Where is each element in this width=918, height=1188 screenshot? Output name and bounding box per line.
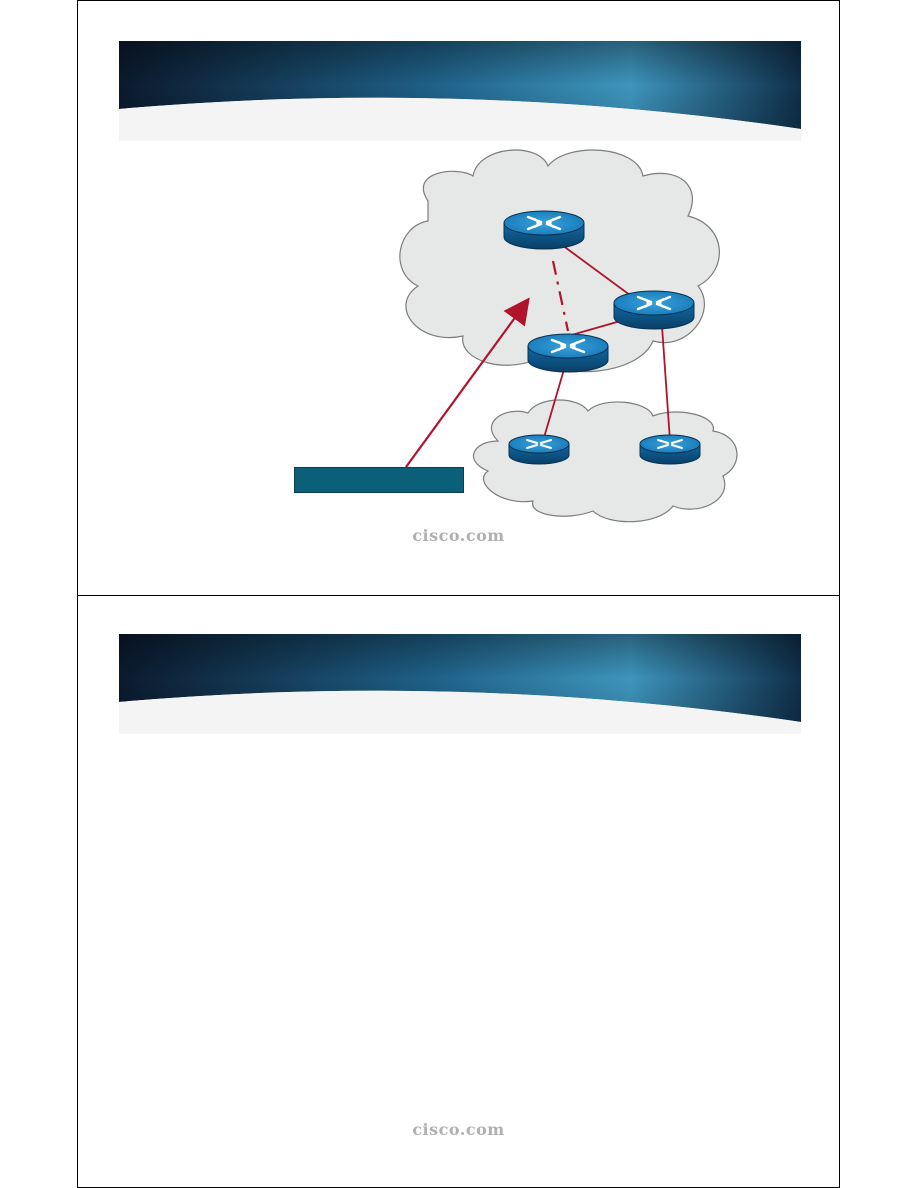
router-icon xyxy=(526,332,610,374)
router-icon xyxy=(508,434,570,465)
cloud-icon xyxy=(473,399,738,523)
footer-brand: cisco.com xyxy=(412,1120,505,1139)
title-banner xyxy=(119,41,801,141)
router-icon xyxy=(502,209,586,251)
arrow-icon xyxy=(405,297,530,468)
network-diagram xyxy=(399,149,738,523)
slide-1: cisco.com xyxy=(77,0,840,596)
footer-brand: cisco.com xyxy=(412,526,505,545)
slide-2: cisco.com xyxy=(77,595,840,1188)
router-icon xyxy=(612,289,696,331)
router-icon xyxy=(639,434,701,465)
title-banner xyxy=(119,634,801,734)
callout-box xyxy=(294,467,464,493)
